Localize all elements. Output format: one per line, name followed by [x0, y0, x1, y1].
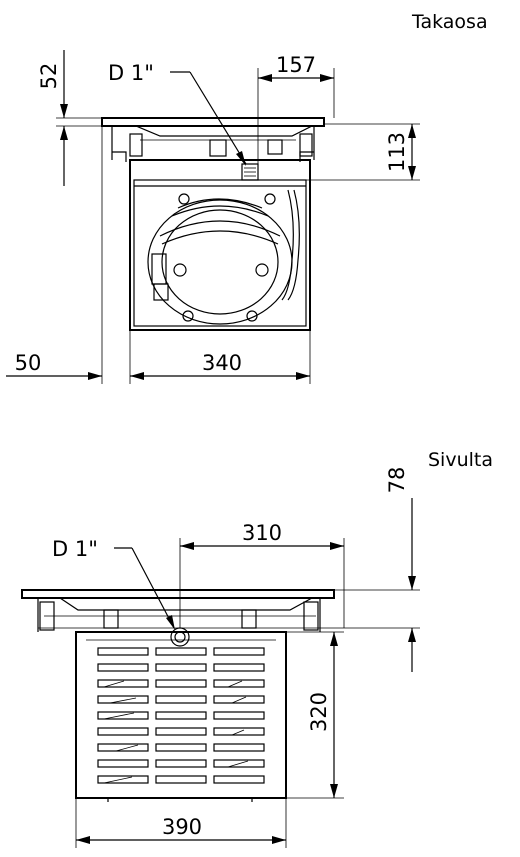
back-pipe-label: D 1"	[108, 61, 154, 85]
back-view-body	[129, 159, 311, 331]
dim-157: 157	[257, 53, 335, 164]
dim-340-label: 340	[202, 351, 242, 375]
pipe-outlet	[241, 163, 259, 181]
dim-113: 113	[258, 123, 420, 181]
back-view-title: Takaosa	[411, 11, 488, 33]
back-pipe-callout: D 1"	[108, 61, 247, 166]
side-view: Sivulta	[21, 449, 493, 848]
dim-50: 50	[6, 126, 131, 384]
side-view-title: Sivulta	[428, 449, 493, 471]
dim-113-label: 113	[385, 132, 409, 172]
compressor	[147, 189, 300, 325]
vent-grille	[97, 647, 265, 784]
dim-310: 310	[179, 521, 345, 628]
dim-52-label: 52	[37, 63, 61, 90]
dim-340: 340	[130, 330, 311, 384]
side-view-flange	[21, 589, 344, 632]
dim-310-label: 310	[242, 521, 282, 545]
dim-50-label: 50	[15, 351, 42, 375]
side-pipe-callout: D 1"	[52, 537, 175, 630]
back-view: Takaosa	[6, 11, 488, 384]
dim-320-label: 320	[307, 692, 331, 732]
back-view-flange	[101, 117, 325, 162]
dim-157-label: 157	[276, 53, 316, 77]
side-pipe-label: D 1"	[52, 537, 98, 561]
pipe-connector	[170, 627, 190, 647]
dim-78-label: 78	[385, 467, 409, 494]
dim-390-label: 390	[162, 815, 202, 839]
dim-78: 78	[334, 467, 420, 672]
dim-320: 320	[286, 631, 344, 799]
dim-390: 390	[75, 798, 287, 848]
dim-52: 52	[37, 50, 112, 186]
side-view-body	[75, 627, 287, 802]
